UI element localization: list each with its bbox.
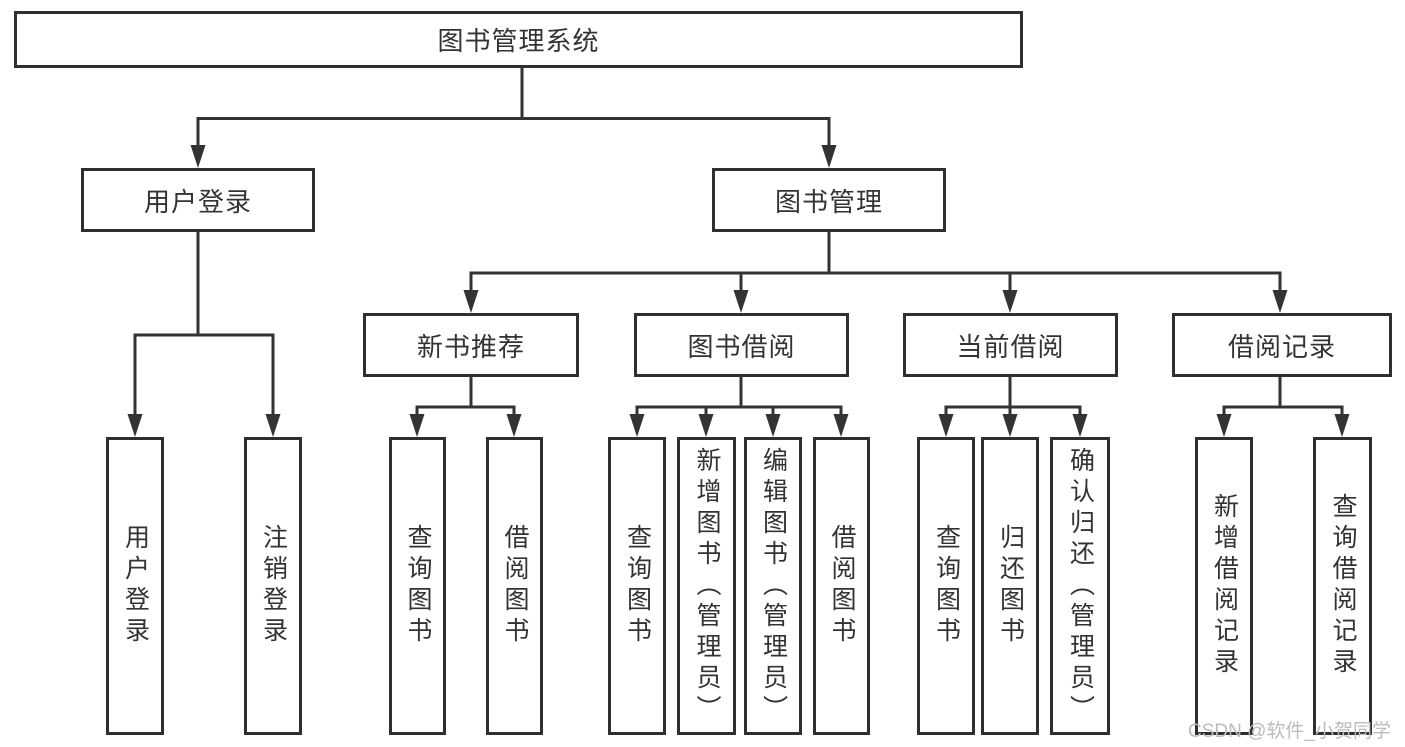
arrow-down-icon [1072,414,1088,437]
leaf-edit-books-admin: 编辑图书（管理员） [744,437,802,735]
edge-newbookrec-to-leaves [415,377,516,416]
arrow-down-icon [190,145,206,168]
arrow-down-icon [698,414,714,437]
arrow-down-icon [265,414,281,437]
arrow-down-icon [1216,414,1232,437]
leaf-query-borrow-record-label: 查询借阅记录 [1329,493,1357,679]
node-book-borrow-label: 图书借阅 [687,331,796,362]
leaf-query-books-borrow: 查询图书 [608,437,666,735]
node-user-login-label: 用户登录 [143,186,252,217]
arrow-down-icon [733,290,749,313]
leaf-return-books-label: 归还图书 [996,524,1025,648]
leaf-logout: 注销登录 [244,437,302,735]
node-current-borrow-label: 当前借阅 [956,331,1065,362]
node-root-label: 图书管理系统 [437,26,600,56]
node-book-borrow: 图书借阅 [634,313,849,377]
node-root: 图书管理系统 [14,11,1023,68]
csdn-watermark: CSDN @软件_小贺同学 [1188,721,1391,742]
leaf-query-books-recommend-label: 查询图书 [404,524,432,648]
leaf-add-borrow-record-label: 新增借阅记录 [1210,493,1239,679]
leaf-logout-label: 注销登录 [259,524,288,648]
edge-userlogin-to-leaves [133,232,275,416]
node-new-book-recommend-label: 新书推荐 [416,331,525,362]
leaf-edit-books-admin-label: 编辑图书（管理员） [759,446,788,726]
leaf-query-books-current: 查询图书 [917,437,975,735]
leaf-confirm-return-admin: 确认归还（管理员） [1050,437,1110,735]
arrow-down-icon [463,290,479,313]
leaf-query-books-borrow-label: 查询图书 [623,524,652,648]
leaf-borrow-books-label: 借阅图书 [828,524,856,648]
leaf-return-books: 归还图书 [981,437,1039,735]
leaf-query-borrow-record: 查询借阅记录 [1313,437,1372,735]
arrow-down-icon [1002,414,1018,437]
arrow-down-icon [821,145,837,168]
arrow-down-icon [506,414,522,437]
arrow-down-icon [765,414,781,437]
node-user-login: 用户登录 [81,168,315,232]
leaf-user-login-label: 用户登录 [121,524,150,648]
leaf-confirm-return-admin-label: 确认归还（管理员） [1066,446,1095,726]
leaf-add-books-admin-label: 新增图书（管理员） [693,446,721,726]
edge-borrowrecords-to-leaves [1222,377,1344,416]
leaf-borrow-books: 借阅图书 [813,437,870,735]
node-new-book-recommend: 新书推荐 [363,313,579,377]
leaf-query-books-recommend: 查询图书 [389,437,446,735]
node-current-borrow: 当前借阅 [903,313,1118,377]
arrow-down-icon [1334,414,1350,437]
arrow-down-icon [1002,290,1018,313]
edge-bookmgmt-to-level3 [469,232,1282,292]
leaf-add-borrow-record: 新增借阅记录 [1195,437,1253,735]
leaf-query-books-current-label: 查询图书 [932,524,961,648]
arrow-down-icon [629,414,645,437]
arrow-down-icon [938,414,954,437]
node-book-management: 图书管理 [712,168,946,232]
leaf-borrow-books-recommend: 借阅图书 [486,437,543,735]
leaf-borrow-books-recommend-label: 借阅图书 [501,524,529,648]
node-borrow-records: 借阅记录 [1172,313,1392,377]
node-book-management-label: 图书管理 [774,186,883,217]
edge-bookborrow-to-leaves [635,377,843,416]
arrow-down-icon [1272,290,1288,313]
edge-currentborrow-to-leaves [944,377,1082,416]
arrow-down-icon [833,414,849,437]
leaf-add-books-admin: 新增图书（管理员） [677,437,736,735]
leaf-user-login: 用户登录 [106,437,164,735]
edge-root-to-level2 [196,68,831,147]
arrow-down-icons [127,145,1350,437]
arrow-down-icon [409,414,425,437]
arrow-down-icon [127,414,143,437]
node-borrow-records-label: 借阅记录 [1227,331,1336,362]
